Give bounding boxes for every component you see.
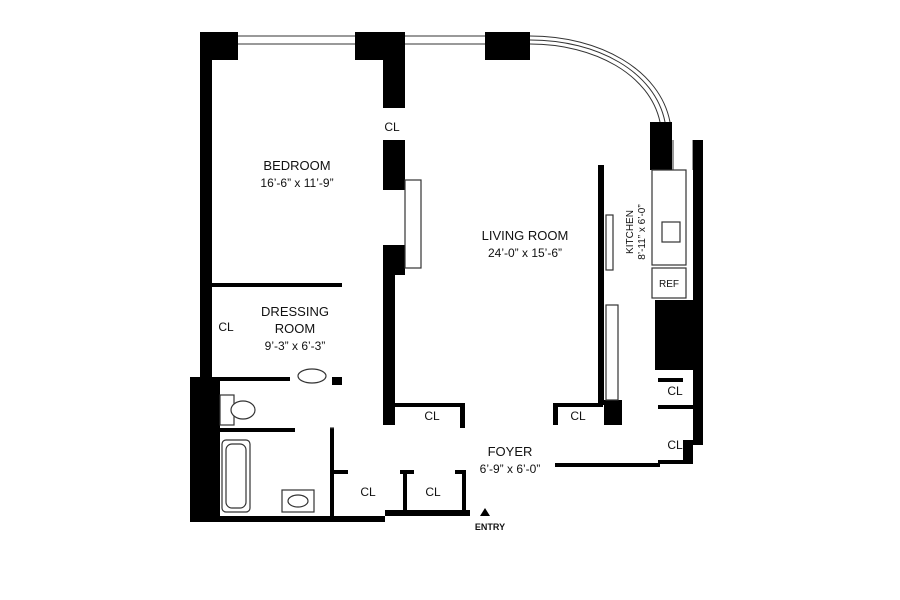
wall-closet <box>460 403 465 428</box>
wall-left <box>200 32 212 377</box>
windows <box>238 35 694 170</box>
living-window-curved <box>529 35 671 123</box>
wall-right-block <box>655 300 693 370</box>
bedroom-name: BEDROOM <box>263 158 330 173</box>
living-room-dims: 24’-0” x 15’-6” <box>488 246 562 260</box>
kitchen-name: KITCHEN <box>625 210 636 254</box>
wall-bath-top <box>220 428 295 432</box>
wall-partition <box>383 48 405 108</box>
wall-partition <box>383 245 405 275</box>
closet-label: CL <box>360 485 376 499</box>
closet-label: CL <box>425 485 441 499</box>
wall-foyer-right <box>555 463 660 467</box>
wall-dressing-bottom <box>212 377 290 381</box>
refrigerator-label: REF <box>659 279 679 290</box>
wall-stub <box>332 377 342 385</box>
wall-foyer-closet <box>455 470 465 474</box>
toilet-icon <box>219 394 256 426</box>
wall-closet <box>553 403 558 425</box>
closet-label: CL <box>667 438 683 452</box>
wall-kitchen-closet <box>658 405 693 409</box>
bathtub-icon <box>221 439 251 513</box>
wall-right <box>693 140 703 445</box>
closet-label: CL <box>218 320 234 334</box>
closet-label: CL <box>570 409 586 423</box>
thin-lines <box>221 169 687 513</box>
wall-bottom <box>385 510 470 516</box>
wall-bath-right <box>330 428 334 520</box>
wall-divider <box>212 283 342 287</box>
wall-partition <box>383 140 405 190</box>
closet-label: CL <box>667 384 683 398</box>
dressing-room-name-line1: DRESSING <box>261 304 329 319</box>
living-room-name: LIVING ROOM <box>482 228 569 243</box>
closet-label: CL <box>424 409 440 423</box>
foyer-name: FOYER <box>488 444 533 459</box>
dressing-room-dims: 9’-3” x 6’-3” <box>265 339 326 353</box>
kitchen-sink-icon <box>661 221 681 243</box>
kitchen-counter <box>651 169 687 266</box>
wall-kitchen-closet <box>658 460 683 464</box>
wall-closet <box>553 403 603 407</box>
wall-block <box>485 32 530 60</box>
refrigerator <box>651 267 687 299</box>
wall-bath <box>190 377 220 522</box>
entry-arrow-icon <box>480 508 490 516</box>
wall-foyer-closet <box>334 470 348 474</box>
wall-closet <box>395 403 465 407</box>
wall-block <box>650 122 672 170</box>
wall-kitchen-end <box>604 400 622 425</box>
entry-label: ENTRY <box>475 522 505 532</box>
wall-kitchen-closet <box>683 440 693 464</box>
wall-partition <box>383 275 395 425</box>
kitchen-counter-edge <box>605 214 614 271</box>
kitchen-dims: 8’-11” x 6’-0” <box>637 204 648 259</box>
bedroom-dims: 16’-6” x 11’-9” <box>260 176 333 190</box>
wall-foyer-closet <box>403 470 407 515</box>
foyer-dims: 6’-9” x 6’-0” <box>480 462 541 476</box>
bath-sink-icon <box>281 489 315 513</box>
wall-foyer-closet <box>462 470 466 515</box>
vanity-sink-icon <box>297 368 327 384</box>
wall-kitchen <box>598 165 604 405</box>
fireplace-niche <box>404 179 422 269</box>
wall-kitchen-closet <box>658 378 683 382</box>
closet-label: CL <box>384 120 400 134</box>
kitchen-counter-edge <box>605 304 619 401</box>
wall-bottom <box>200 516 385 522</box>
dressing-room-name-line2: ROOM <box>275 321 315 336</box>
walls <box>190 32 703 522</box>
